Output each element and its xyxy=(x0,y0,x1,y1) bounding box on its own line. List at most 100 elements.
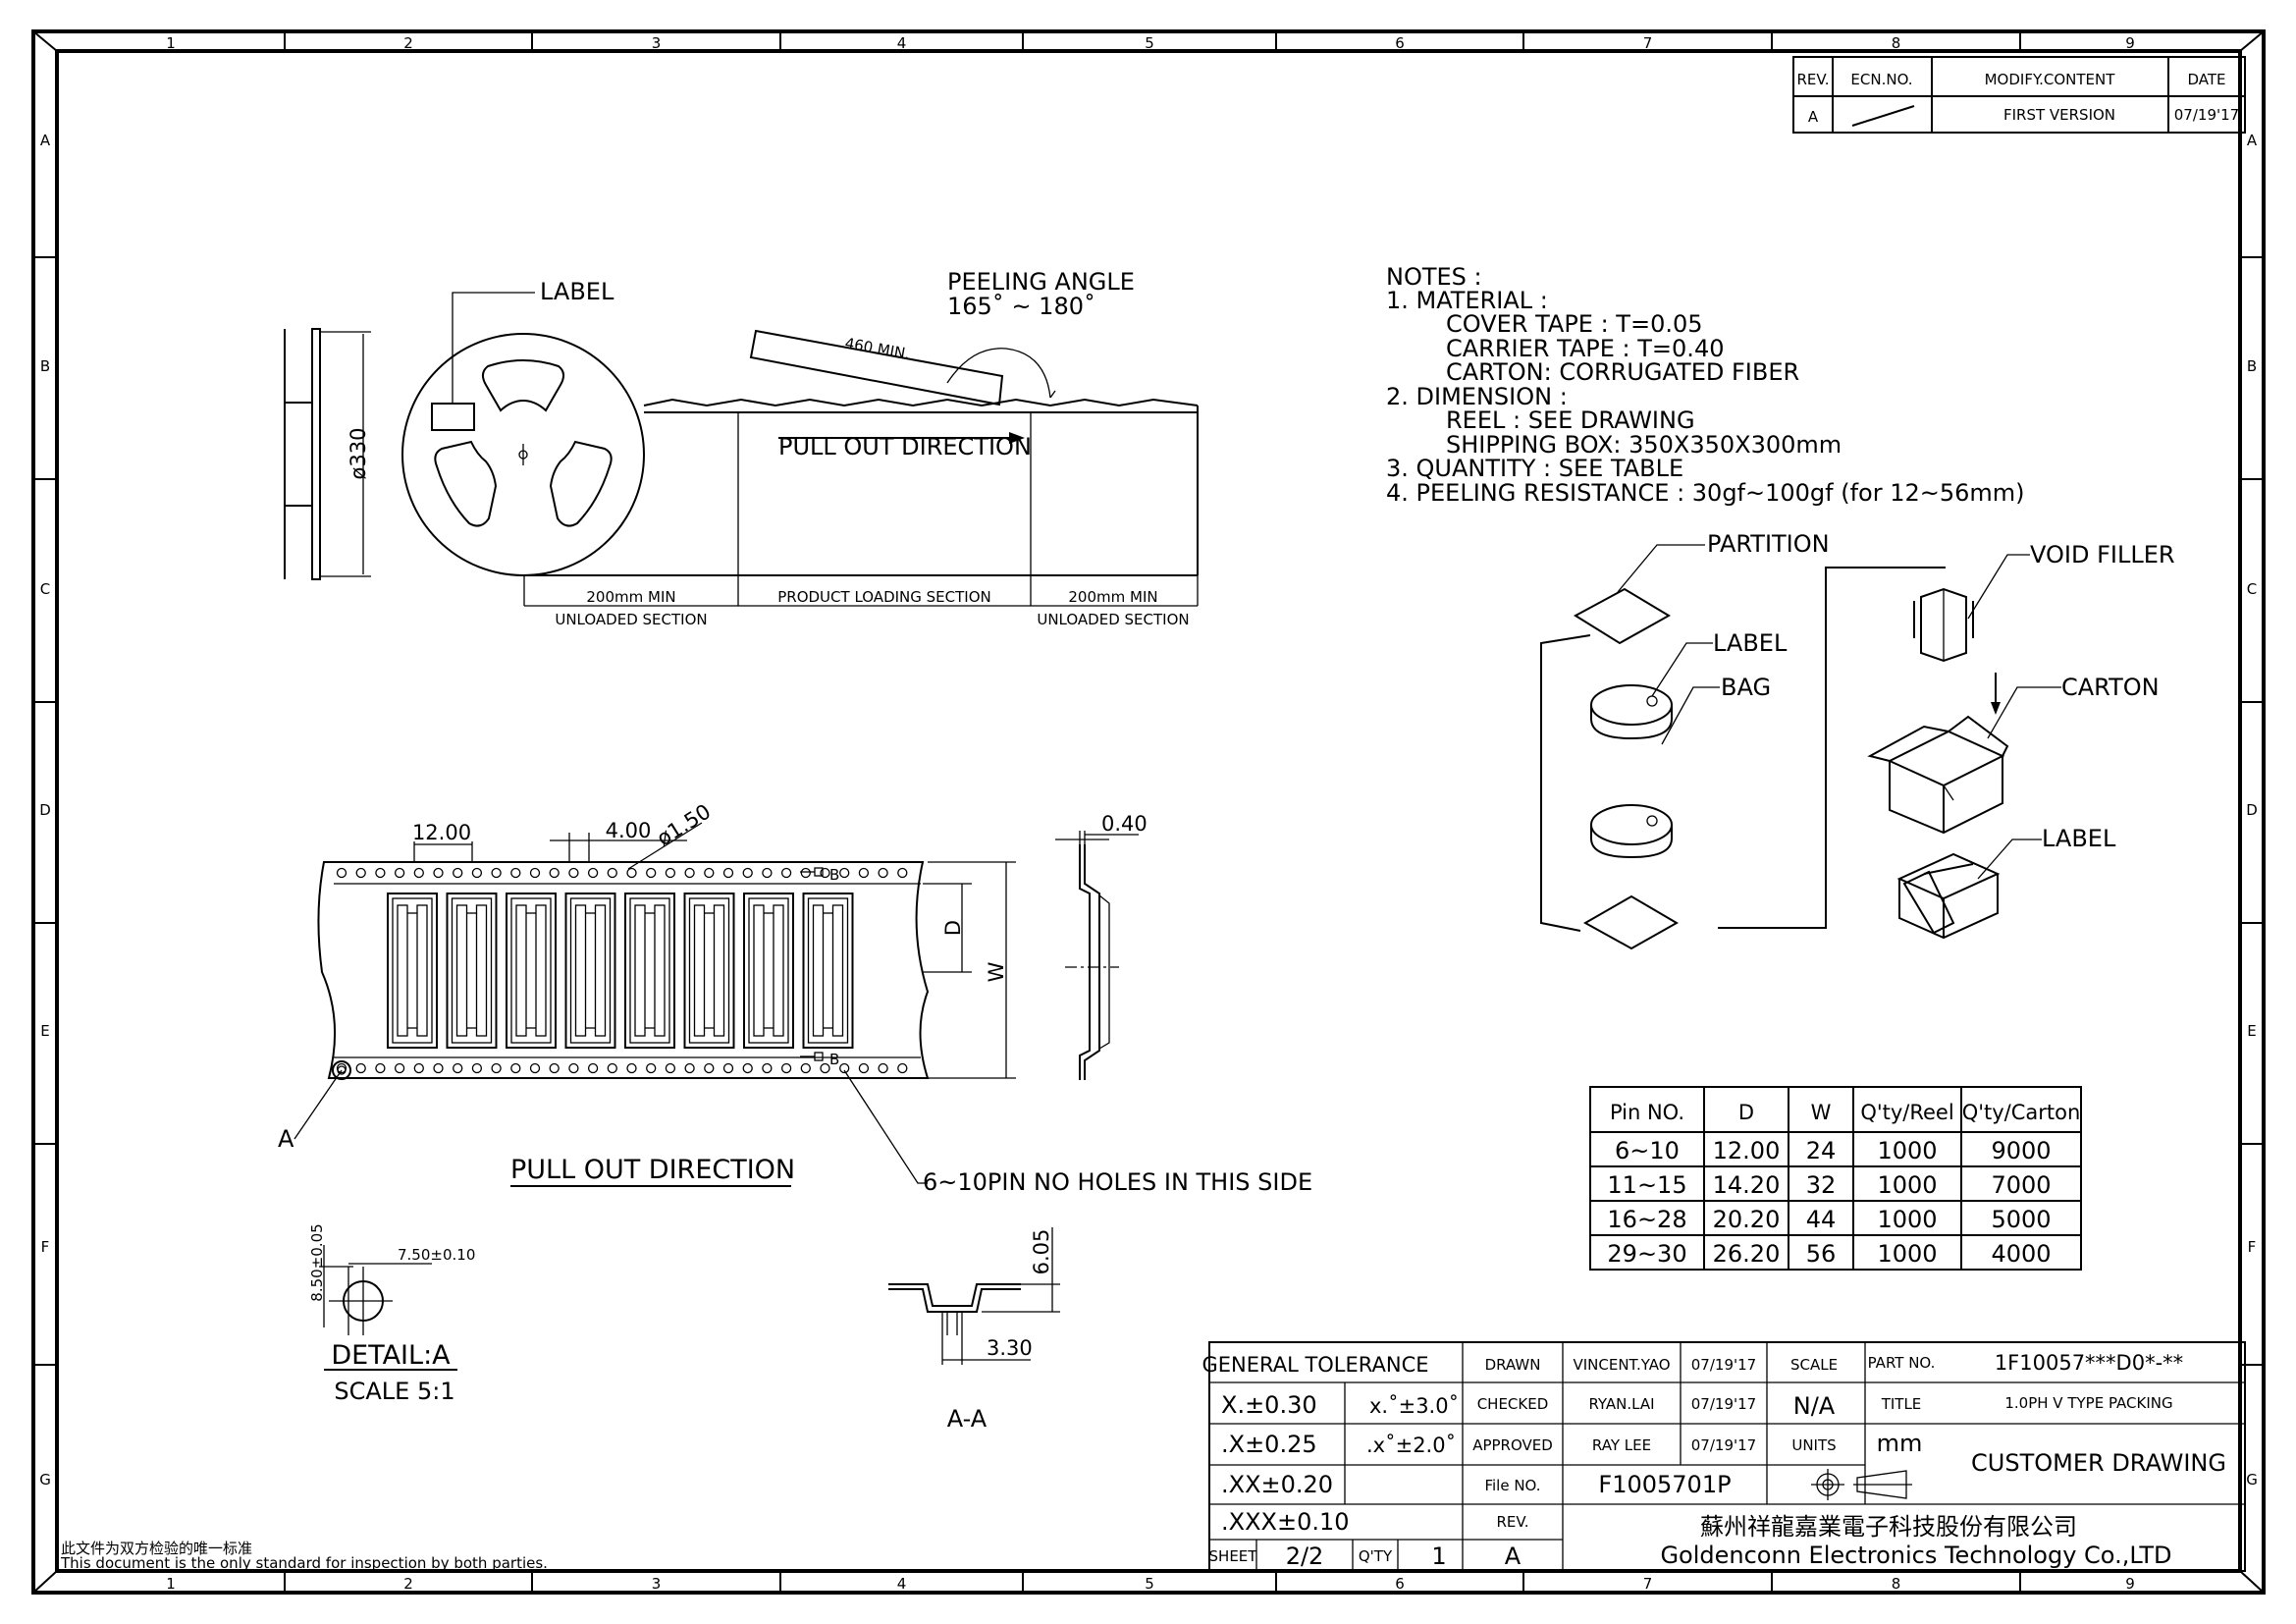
qty-cell: 1000 xyxy=(1877,1206,1937,1233)
reel-label-box xyxy=(431,403,475,431)
bag-callout: BAG xyxy=(1721,674,1771,701)
tape-pocket xyxy=(743,893,794,1049)
file-no-label: File NO. xyxy=(1484,1477,1540,1494)
tol-x3: .XXX±0.10 xyxy=(1221,1508,1350,1536)
hole-diameter-dim: ø1.50 xyxy=(653,799,715,850)
sprocket-hole xyxy=(704,1062,715,1074)
row-label: G xyxy=(39,1471,51,1489)
qty-header-carton: Q'ty/Carton xyxy=(1962,1101,2081,1124)
sprocket-hole xyxy=(433,867,444,879)
scale-value: N/A xyxy=(1793,1392,1836,1420)
rev-label: REV. xyxy=(1497,1513,1529,1531)
sprocket-hole xyxy=(491,1062,502,1074)
row-label: C xyxy=(2247,580,2257,598)
sprocket-hole xyxy=(413,867,424,879)
row-label: F xyxy=(41,1238,50,1256)
quantity-table: Pin NO. D W Q'ty/Reel Q'ty/Carton 6~10 1… xyxy=(1589,1086,2082,1271)
qty-cell: 24 xyxy=(1806,1137,1837,1164)
sprocket-hole xyxy=(471,867,483,879)
section3-dim: 200mm MIN xyxy=(1068,588,1157,606)
sprocket-hole xyxy=(646,867,657,879)
sprocket-hole xyxy=(684,867,695,879)
carrier-tape-top-view: A 12.00 4.00 ø1.50 D W B B PULL OUT DIRE… xyxy=(278,799,1312,1196)
section3-name: UNLOADED SECTION xyxy=(1037,611,1189,628)
section-a-a: 3.30 6.05 A-A xyxy=(888,1227,1060,1433)
column-label: 9 xyxy=(2125,34,2135,52)
note-line-6: REEL : SEE DRAWING xyxy=(1446,406,1695,434)
sprocket-hole xyxy=(800,1062,811,1074)
sprocket-hole xyxy=(568,867,579,879)
detail-horizontal-dim: 7.50±0.10 xyxy=(398,1246,475,1264)
point-a-hole xyxy=(332,1060,351,1080)
approved-label: APPROVED xyxy=(1472,1436,1553,1454)
point-a-label: A xyxy=(278,1125,294,1153)
qty-cell: 1000 xyxy=(1877,1240,1937,1268)
tape-pocket xyxy=(683,893,735,1049)
modify-header: MODIFY.CONTENT xyxy=(1985,71,2116,88)
column-label: 7 xyxy=(1643,1575,1653,1593)
checked-label: CHECKED xyxy=(1477,1395,1549,1413)
column-label: 9 xyxy=(2125,1575,2135,1593)
sprocket-hole xyxy=(529,1062,541,1074)
qty-cell: 20.20 xyxy=(1713,1206,1781,1233)
pocket-pitch-dim: 12.00 xyxy=(412,821,471,844)
notes-block: NOTES : 1. MATERIAL : COVER TAPE : T=0.0… xyxy=(1386,263,2025,507)
qty-label: Q'TY xyxy=(1359,1547,1393,1565)
sheet-value: 2/2 xyxy=(1286,1543,1324,1570)
detail-a-scale: SCALE 5:1 xyxy=(334,1378,454,1405)
qty-cell: 1000 xyxy=(1877,1171,1937,1199)
sprocket-hole xyxy=(375,867,386,879)
sprocket-hole xyxy=(510,1062,521,1074)
partition-sheet-bottom xyxy=(1582,894,1680,950)
hole-pitch-dim: 4.00 xyxy=(606,819,652,842)
note-line-7: SHIPPING BOX: 350X350X300mm xyxy=(1446,431,1842,459)
sprocket-hole xyxy=(780,867,792,879)
sprocket-hole xyxy=(394,867,405,879)
qty-value: 1 xyxy=(1431,1543,1446,1570)
drawing-frame xyxy=(31,29,2266,1595)
qty-cell: 9000 xyxy=(1991,1137,2051,1164)
tape-pocket xyxy=(564,893,616,1049)
column-label: 4 xyxy=(897,1575,907,1593)
reel-diameter: ø330 xyxy=(347,428,370,480)
sprocket-hole xyxy=(780,1062,792,1074)
column-label: 2 xyxy=(403,34,413,52)
qty-header-pin: Pin NO. xyxy=(1610,1101,1684,1124)
date-value: 07/19'17 xyxy=(2174,106,2239,124)
column-label: 5 xyxy=(1145,1575,1154,1593)
sprocket-hole xyxy=(336,867,347,879)
projection-symbol-icon xyxy=(1811,1469,1912,1500)
sprocket-hole xyxy=(722,1062,734,1074)
sprocket-hole xyxy=(510,867,521,879)
sprocket-hole xyxy=(471,1062,483,1074)
column-label: 4 xyxy=(897,34,907,52)
tol-angle-2: .x˚±2.0˚ xyxy=(1366,1434,1456,1457)
peeling-angle-title: PEELING ANGLE xyxy=(947,268,1135,296)
sprocket-hole xyxy=(433,1062,444,1074)
sprocket-hole xyxy=(587,1062,599,1074)
footer-cn: 此文件为双方检验的唯一标准 xyxy=(61,1540,252,1557)
row-label: A xyxy=(40,132,51,149)
sprocket-hole xyxy=(820,1062,830,1074)
sprocket-hole xyxy=(587,867,599,879)
row-label: D xyxy=(2246,801,2258,819)
section-a-a-title: A-A xyxy=(947,1405,988,1433)
detail-a: 8.50±0.05 7.50±0.10 DETAIL:A SCALE 5:1 xyxy=(308,1223,475,1405)
qty-cell: 32 xyxy=(1806,1171,1837,1199)
qty-cell: 44 xyxy=(1806,1206,1837,1233)
part-no-label: PART NO. xyxy=(1868,1354,1936,1372)
customer-drawing: CUSTOMER DRAWING xyxy=(1971,1449,2226,1477)
section1-name: UNLOADED SECTION xyxy=(555,611,707,628)
qty-header-w: W xyxy=(1811,1101,1832,1124)
sprocket-hole xyxy=(336,1062,347,1074)
sprocket-hole xyxy=(897,867,908,879)
tape-pocket xyxy=(506,893,557,1049)
sprocket-hole xyxy=(897,1062,908,1074)
sprocket-hole xyxy=(878,1062,888,1074)
ecn-header: ECN.NO. xyxy=(1850,71,1912,88)
reel-label-callout: LABEL xyxy=(540,278,614,305)
sprocket-hole xyxy=(355,867,366,879)
column-label: 6 xyxy=(1395,1575,1405,1593)
sprocket-hole xyxy=(665,1062,676,1074)
